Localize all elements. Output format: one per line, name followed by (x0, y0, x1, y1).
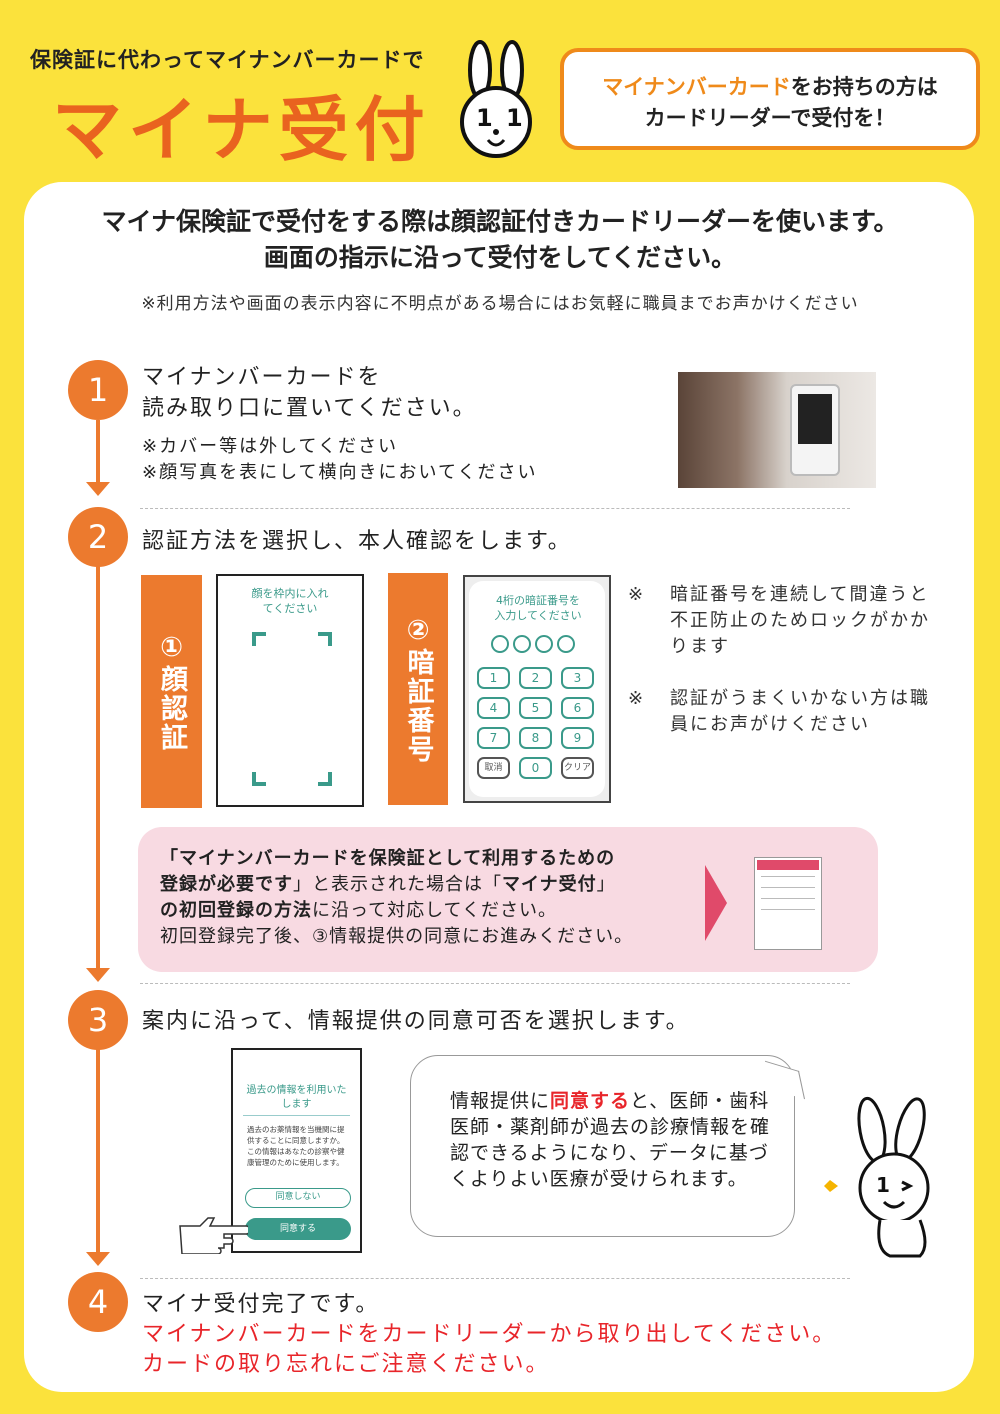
step-1-note1: ※カバー等は外してください (142, 436, 399, 457)
page-title: マイナ受付 (52, 89, 431, 171)
pointing-hand-icon (179, 1217, 248, 1254)
step-3-number: 3 (68, 990, 128, 1050)
step-4-line1: マイナ受付完了です。 (142, 1292, 380, 1317)
svg-text:1: 1 (876, 1173, 890, 1197)
callout-line1: 「マイナンバーカードを保険証として利用するための (160, 848, 616, 869)
face-auth-screen: 顔を枠内に入れてください (216, 574, 364, 807)
intro-note: ※利用方法や画面の表示内容に不明点がある場合にはお気軽に職員までお声かけください (141, 294, 859, 314)
bubble-highlight: マイナンバーカード (602, 75, 791, 99)
consent-info-bubble (410, 1055, 795, 1237)
step-4-text: マイナ受付完了です。 マイナンバーカードをカードリーダーから取り出してください。… (142, 1290, 836, 1380)
pin-key[interactable]: 1 (477, 667, 510, 689)
pin-key[interactable]: 7 (477, 727, 510, 749)
step-connector (96, 420, 100, 482)
svg-text:1: 1 (476, 104, 493, 132)
divider (140, 983, 850, 984)
step-2-number: 2 (68, 507, 128, 567)
step-1-note2: ※顔写真を表にして横向きにおいてください (142, 462, 538, 483)
pin-key[interactable]: 0 (519, 757, 552, 779)
step-4-warning1: マイナンバーカードをカードリーダーから取り出してください。 (142, 1322, 837, 1347)
frame-corner (252, 632, 266, 646)
frame-corner (318, 632, 332, 646)
callout-bold: 登録が必要です (160, 874, 293, 895)
callout-text: 「マイナンバーカードを保険証として利用するための 登録が必要です」と表示された場… (160, 846, 633, 950)
callout-text-part: 」 (596, 874, 616, 895)
arrow-down-icon (86, 482, 110, 496)
header-subtitle: 保険証に代わってマイナンバーカードで (30, 48, 425, 72)
svg-text:1: 1 (506, 104, 523, 132)
arrow-down-icon (86, 968, 110, 982)
callout-text-part: 」と表示された場合は「 (293, 874, 502, 895)
face-prompt: 顔を枠内に入れてください (251, 587, 329, 615)
frame-corner (318, 772, 332, 786)
callout-text-part: に沿って対応してください。 (312, 900, 558, 921)
pin-key[interactable]: 取消 (477, 757, 510, 779)
step-3-text: 案内に沿って、情報提供の同意可否を選択します。 (142, 1009, 690, 1034)
pin-key[interactable]: 2 (519, 667, 552, 689)
step-2-note-1: ※ 暗証番号を連続して間違うと不正防止のためロックがかかります (628, 582, 938, 660)
bunny-thumbs-up-icon: 1 (824, 1096, 930, 1258)
divider (140, 508, 850, 509)
callout-bold: の初回登録の方法 (160, 900, 312, 921)
step-2-text: 認証方法を選択し、本人確認をします。 (142, 529, 572, 554)
pin-key[interactable]: 4 (477, 697, 510, 719)
intro-headline: マイナ保険証で受付をする際は顔認証付きカードリーダーを使います。 画面の指示に沿… (0, 204, 1000, 276)
step-connector (96, 560, 100, 970)
note-text: 認証がうまくいかない方は職員にお声がけください (670, 688, 930, 735)
registration-guide-thumbnail (754, 857, 822, 950)
step-4-warning2: カードの取り忘れにご注意ください。 (142, 1352, 550, 1377)
consent-info-text: 情報提供に同意すると、医師・歯科医師・薬剤師が過去の診療情報を確認できるようにな… (450, 1088, 770, 1192)
pin-key[interactable]: 6 (561, 697, 594, 719)
disagree-button[interactable]: 同意しない (245, 1188, 351, 1208)
consent-body: 過去のお薬情報を当機関に提供することに同意しますか。この情報はあなたの診察や健康… (247, 1125, 345, 1167)
pin-key[interactable]: 9 (561, 727, 594, 749)
step-1-text: マイナンバーカードを 読み取り口に置いてください。 (142, 362, 477, 424)
note-text: 暗証番号を連続して間違うと不正防止のためロックがかかります (670, 584, 930, 657)
bubble-line1: をお持ちの方は (790, 75, 938, 99)
step-1-line1: マイナンバーカードを (142, 365, 382, 390)
step-connector (96, 1045, 100, 1255)
pin-prompt: 4桁の暗証番号を入力してください (494, 594, 582, 622)
divider (140, 1278, 850, 1279)
header-speech-bubble: マイナンバーカードをお持ちの方は カードリーダーで受付を！ (560, 48, 980, 150)
step-1-notes: ※カバー等は外してください ※顔写真を表にして横向きにおいてください (142, 434, 537, 486)
agree-button[interactable]: 同意する (245, 1218, 351, 1240)
pin-key[interactable]: 3 (561, 667, 594, 689)
callout-bold: マイナ受付 (502, 874, 597, 895)
headline-line2: 画面の指示に沿って受付をしてください。 (263, 243, 737, 272)
pin-dots (489, 635, 577, 657)
speech-post: と、医師・歯科医師・薬剤師が過去の診療情報を確認できるようになり、データに基づく… (450, 1090, 771, 1190)
headline-line1: マイナ保険証で受付をする際は顔認証付きカードリーダーを使います。 (101, 207, 899, 236)
frame-corner (252, 772, 266, 786)
bubble-line2: カードリーダーで受付を！ (644, 106, 896, 130)
option-face-auth: ①顔認証 (141, 575, 202, 808)
card-reader-photo (678, 372, 876, 488)
consent-title: 過去の情報を利用いたします (243, 1084, 350, 1116)
note-mark: ※ (628, 688, 646, 709)
step-2-note-2: ※ 認証がうまくいかない方は職員にお声がけください (628, 686, 938, 738)
speech-highlight: 同意する (550, 1090, 631, 1112)
callout-line4: 初回登録完了後、③情報提供の同意にお進みください。 (160, 926, 634, 947)
step-1-number: 1 (68, 360, 128, 420)
pin-key[interactable]: 8 (519, 727, 552, 749)
step-4-number: 4 (68, 1272, 128, 1332)
pin-key[interactable]: 5 (519, 697, 552, 719)
option-pin: ②暗証番号 (388, 573, 448, 805)
arrow-right-icon (705, 865, 727, 941)
arrow-down-icon (86, 1252, 110, 1266)
consent-screen: 過去の情報を利用いたします 過去のお薬情報を当機関に提供することに同意しますか。… (231, 1048, 362, 1253)
speech-pre: 情報提供に (450, 1090, 551, 1112)
pin-key[interactable]: クリア (561, 757, 594, 779)
step-1-line2: 読み取り口に置いてください。 (142, 396, 477, 421)
note-mark: ※ (628, 584, 646, 605)
